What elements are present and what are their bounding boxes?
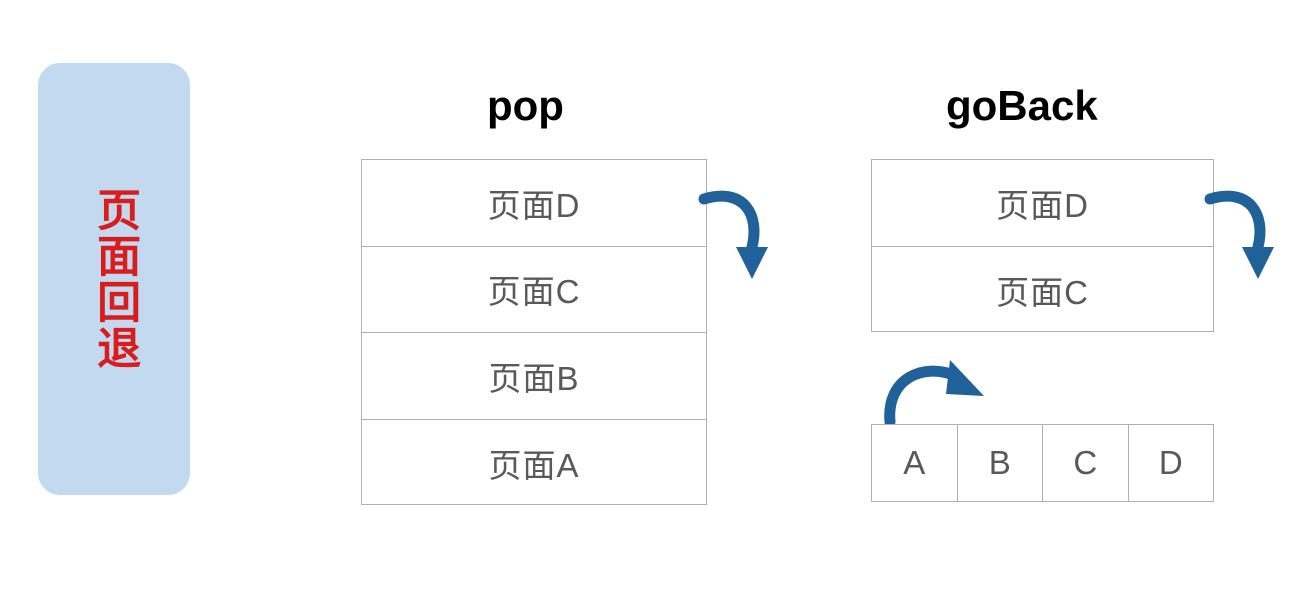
- stack-cell: 页面D: [362, 160, 706, 247]
- goback-stack: 页面D 页面C: [871, 159, 1214, 332]
- stack-cell: 页面C: [362, 247, 706, 333]
- stack-cell: 页面B: [362, 333, 706, 420]
- history-cell: D: [1158, 444, 1183, 481]
- page-back-panel: 页面回退: [38, 63, 190, 495]
- stack-cell: 页面D: [872, 160, 1213, 247]
- stack-cell: 页面C: [996, 273, 1089, 311]
- history-row: A B C D: [871, 424, 1214, 502]
- page-back-label: 页面回退: [90, 187, 140, 371]
- pop-curved-arrow-icon: [698, 190, 768, 279]
- history-cell: C: [1043, 425, 1129, 501]
- history-curved-arrow-icon: [884, 360, 984, 428]
- stack-cell: 页面A: [488, 446, 580, 484]
- pop-column-title: pop: [487, 82, 564, 129]
- history-cell: B: [958, 425, 1043, 501]
- pop-stack: 页面D 页面C 页面B 页面A: [361, 159, 707, 505]
- history-cell: A: [872, 425, 958, 501]
- goback-column-title: goBack: [946, 82, 1098, 129]
- goback-curved-arrow-icon: [1204, 190, 1274, 279]
